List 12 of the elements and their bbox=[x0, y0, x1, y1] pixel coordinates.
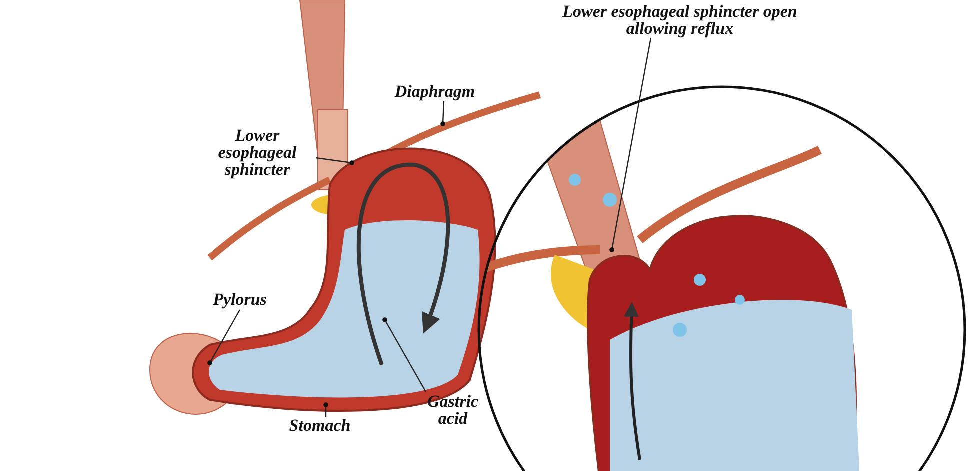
part-label: Diaphragm bbox=[370, 83, 500, 100]
part-label: Lower esophageal sphincter open allowing reflux bbox=[560, 3, 800, 37]
part-label: Lower esophageal sphincter bbox=[200, 127, 315, 178]
leader-line bbox=[208, 310, 241, 366]
part-label: Pylorus bbox=[200, 291, 280, 308]
part-label: Stomach bbox=[275, 417, 365, 434]
leader-line bbox=[382, 318, 427, 392]
leader-line bbox=[610, 38, 652, 252]
part-label: Gastric acid bbox=[418, 393, 488, 427]
leader-line bbox=[324, 402, 328, 417]
leader-line bbox=[440, 100, 446, 126]
leader-line bbox=[316, 157, 354, 166]
